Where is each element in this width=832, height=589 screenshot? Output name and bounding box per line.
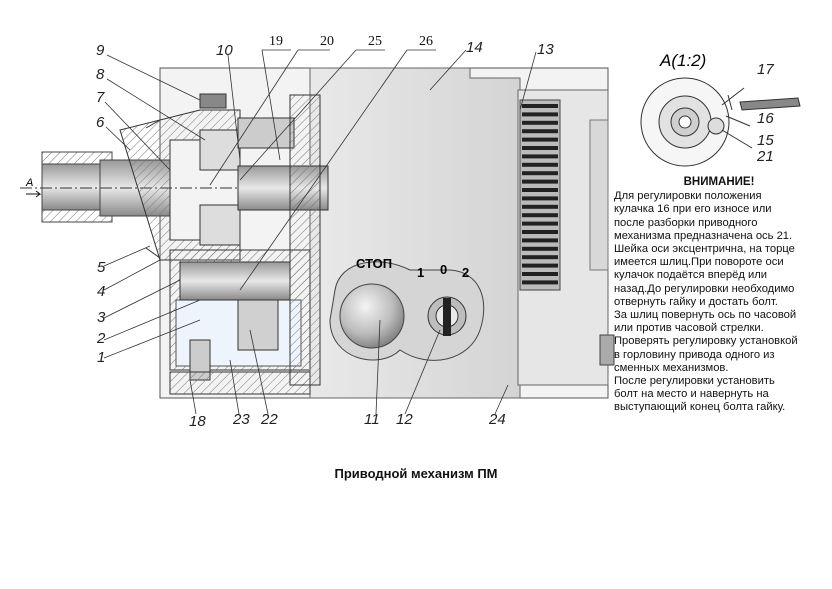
- callout-25: 25: [368, 34, 382, 49]
- callout-14: 14: [466, 39, 483, 56]
- warning-line: имеется шлиц.При повороте оси: [614, 256, 784, 269]
- callout-7: 7: [96, 89, 105, 106]
- fin-stripe: [522, 204, 558, 209]
- detail-callout-16: 16: [757, 110, 774, 127]
- stop-knob[interactable]: [339, 283, 405, 349]
- callouts-top: 10 19 20 25 26 14 13: [216, 34, 554, 59]
- warning-line: после разборки приводного: [614, 216, 758, 229]
- warning-line: После регулировки установить: [614, 375, 775, 388]
- fin-stripe: [522, 238, 558, 243]
- fin-stripe: [522, 154, 558, 159]
- callout-22: 22: [260, 411, 278, 428]
- fin-stripe: [522, 263, 558, 268]
- fin-stripe: [522, 230, 558, 234]
- gearbox-section: [119, 93, 329, 395]
- callout-8: 8: [96, 66, 105, 83]
- position-0-label: 0: [440, 262, 447, 277]
- control-panel: СТОП 1 0 2: [329, 256, 485, 361]
- fin-stripe: [522, 120, 558, 125]
- callout-20: 20: [320, 34, 334, 49]
- fin-stripe: [522, 196, 558, 201]
- fin-stripe: [522, 179, 558, 184]
- fin-stripe: [522, 146, 558, 150]
- callouts-bottom: 18 23 22 11 12 24: [189, 411, 506, 430]
- warning-line: Для регулировки положения: [614, 190, 762, 203]
- fin-stripe: [522, 129, 558, 134]
- fin-stripe: [522, 213, 558, 218]
- detail-callout-15: 15: [757, 132, 774, 149]
- detail-view-a: A(1:2) 17 16 15 21: [640, 51, 801, 167]
- warning-line: отвернуть гайку и достать болт.: [614, 295, 778, 308]
- callout-13: 13: [537, 41, 554, 58]
- callout-18: 18: [189, 413, 206, 430]
- fin-stripe: [522, 246, 558, 251]
- fin-stripe: [522, 137, 558, 142]
- callout-10: 10: [216, 42, 233, 59]
- callout-5: 5: [97, 259, 106, 276]
- callout-24: 24: [488, 411, 506, 428]
- fin-stripe: [522, 112, 558, 117]
- warning-note: ВНИМАНИЕ! Для регулировки положения кула…: [614, 176, 824, 415]
- fin-stripe: [522, 188, 558, 192]
- callout-1: 1: [97, 349, 105, 366]
- fin-stripe: [522, 255, 558, 260]
- callout-4: 4: [97, 283, 105, 300]
- warning-line: назад.До регулировки необходимо: [614, 282, 795, 295]
- diagram-caption: Приводной механизм ПМ: [334, 466, 498, 481]
- detail-callout-21: 21: [756, 148, 774, 165]
- warning-line: механизма предназначена ось 21.: [614, 229, 793, 242]
- warning-line: За шлиц повернуть ось по часовой: [614, 309, 797, 322]
- warning-line: сменных механизмов.: [614, 361, 729, 374]
- warning-line: в горловину привода одного из: [614, 348, 775, 361]
- callout-26: 26: [419, 34, 433, 49]
- warning-line: Проверять регулировку установкой: [614, 335, 798, 348]
- warning-line: кулачок подаётся вперёд или: [614, 269, 768, 282]
- fin-stripe: [522, 272, 558, 276]
- callout-11: 11: [364, 411, 380, 428]
- cooling-fins: [519, 99, 561, 291]
- position-1-label: 1: [417, 265, 424, 280]
- leader-lines: [103, 49, 537, 415]
- detail-title: A(1:2): [659, 51, 706, 70]
- warning-line: кулачка 16 при его износе или: [614, 203, 772, 216]
- callout-19: 19: [269, 34, 283, 49]
- warning-title: ВНИМАНИЕ!: [683, 176, 755, 188]
- fin-stripe: [522, 104, 558, 108]
- detail-callout-17: 17: [757, 61, 774, 78]
- warning-line: Шейка оси эксцентрична, на торце: [614, 243, 795, 256]
- fin-stripe: [522, 221, 558, 226]
- fin-stripe: [522, 171, 558, 176]
- warning-line: выступающий конец болта гайку.: [614, 401, 786, 414]
- warning-line: болт на место и навернуть на: [614, 388, 769, 401]
- position-2-label: 2: [462, 265, 469, 280]
- callout-3: 3: [97, 309, 106, 326]
- fin-stripe: [522, 280, 558, 285]
- callout-9: 9: [96, 42, 105, 59]
- callouts-left: 9 8 7 6 5 4 3 2 1: [96, 42, 106, 366]
- stop-label: СТОП: [356, 256, 392, 271]
- warning-line: или против часовой стрелки.: [614, 322, 764, 335]
- fin-stripe: [522, 162, 558, 167]
- callout-6: 6: [96, 114, 105, 131]
- axis-marker-label: A: [25, 177, 33, 189]
- callout-12: 12: [396, 411, 413, 428]
- callout-23: 23: [232, 411, 250, 428]
- callout-2: 2: [96, 330, 106, 347]
